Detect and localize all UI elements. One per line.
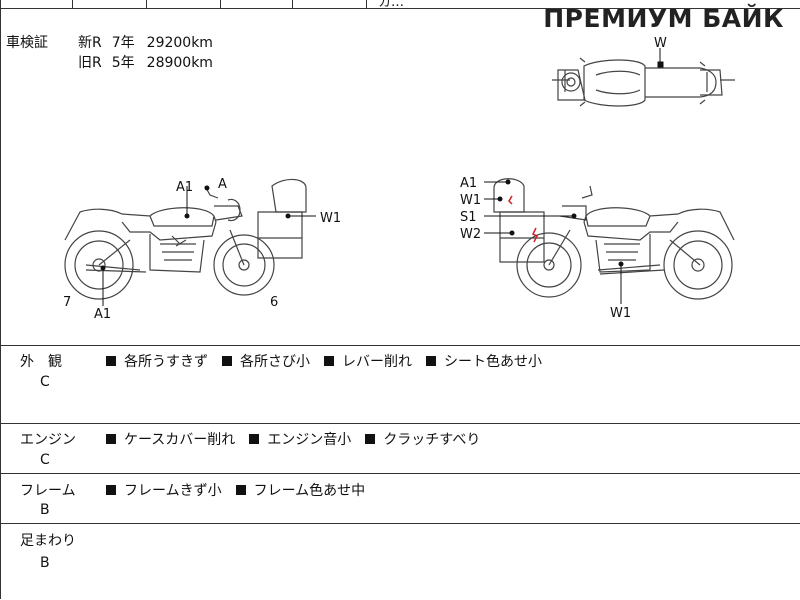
inspection-kind: 旧R bbox=[78, 55, 102, 71]
diagram-label: 7 bbox=[63, 295, 71, 310]
remark-item: レバー削れ bbox=[324, 351, 412, 371]
diagram-label: W2 bbox=[460, 227, 481, 242]
remark-item: エンジン音小 bbox=[249, 429, 351, 449]
diagram-label: 6 bbox=[270, 295, 278, 310]
section-grade-suspension: B bbox=[40, 555, 50, 571]
section-divider bbox=[0, 345, 800, 346]
section-divider bbox=[0, 523, 800, 524]
inspection-year: 7年 bbox=[111, 35, 135, 51]
diagram-label: A1 bbox=[94, 307, 111, 322]
diagram-label: A1 bbox=[460, 176, 477, 191]
diagram-label: A1 bbox=[176, 180, 193, 195]
section-label-exterior: 外 観 bbox=[20, 354, 62, 370]
bullet-square-icon bbox=[249, 434, 260, 444]
section-label-frame: フレーム bbox=[20, 483, 76, 499]
remark-item: 各所うすきず bbox=[106, 351, 208, 371]
diagram-label: W1 bbox=[460, 193, 481, 208]
bullet-square-icon bbox=[106, 485, 116, 495]
bullet-square-icon bbox=[365, 434, 376, 444]
remark-item: 各所さび小 bbox=[222, 351, 310, 371]
diagram-label: S1 bbox=[460, 210, 477, 225]
inspection-year: 5年 bbox=[111, 55, 135, 71]
section-divider bbox=[0, 423, 800, 424]
section-grade-exterior: C bbox=[40, 374, 50, 390]
section-grade-engine: C bbox=[40, 452, 50, 468]
section-items-exterior: 各所うすきず 各所さび小 レバー削れ シート色あせ小 bbox=[106, 351, 542, 371]
section-items-frame: フレームきず小 フレーム色あせ中 bbox=[106, 480, 365, 500]
section-grade-frame: B bbox=[40, 502, 50, 518]
top-cell-divider bbox=[220, 0, 221, 8]
top-cell-divider bbox=[72, 0, 73, 8]
bullet-square-icon bbox=[106, 356, 116, 366]
bullet-square-icon bbox=[426, 356, 436, 366]
bullet-square-icon bbox=[235, 485, 246, 495]
damage-mark bbox=[531, 227, 539, 243]
section-divider bbox=[0, 473, 800, 474]
left-side-motorcycle bbox=[64, 178, 307, 300]
diagram-label: W1 bbox=[610, 306, 631, 321]
damage-mark bbox=[508, 195, 513, 205]
section-label-suspension: 足まわり bbox=[20, 533, 76, 549]
brand-watermark: ПРЕМИУМ БАЙК bbox=[543, 4, 784, 33]
section-label-engine: エンジン bbox=[20, 432, 76, 448]
inspection-km: 28900km bbox=[146, 55, 213, 71]
top-view-motorcycle bbox=[552, 57, 735, 107]
section-items-engine: ケースカバー削れ エンジン音小 クラッチすべり bbox=[106, 429, 480, 449]
bullet-square-icon bbox=[324, 356, 334, 366]
inspection-certificate: 車検証 新R 7年 29200km 旧R 5年 28900km bbox=[6, 33, 213, 73]
remark-item: シート色あせ小 bbox=[426, 351, 542, 371]
remark-item: フレームきず小 bbox=[106, 480, 222, 500]
inspection-kind: 新R bbox=[78, 35, 102, 51]
inspection-row: 旧R 5年 28900km bbox=[6, 53, 213, 73]
motorcycle-diagram: W A1 A W1 7 A1 6 A1 W1 S1 W2 W1 bbox=[63, 36, 735, 322]
diagram-label: W bbox=[654, 36, 667, 51]
top-cell-divider bbox=[292, 0, 293, 8]
top-cell-divider bbox=[366, 0, 367, 8]
diagram-label: W1 bbox=[320, 211, 341, 226]
inspection-km: 29200km bbox=[146, 35, 213, 51]
cut-header-text: カ… bbox=[378, 0, 405, 10]
inspection-row: 車検証 新R 7年 29200km bbox=[6, 33, 213, 53]
diagram-label: A bbox=[218, 177, 227, 192]
top-border bbox=[0, 8, 800, 9]
remark-item: クラッチすべり bbox=[365, 429, 480, 449]
bullet-square-icon bbox=[222, 356, 232, 366]
bullet-square-icon bbox=[106, 434, 116, 444]
top-cell-divider bbox=[146, 0, 147, 8]
inspection-label: 車検証 bbox=[6, 35, 48, 51]
right-side-motorcycle bbox=[493, 178, 735, 300]
remark-item: ケースカバー削れ bbox=[106, 429, 235, 449]
remark-item: フレーム色あせ中 bbox=[235, 480, 365, 500]
